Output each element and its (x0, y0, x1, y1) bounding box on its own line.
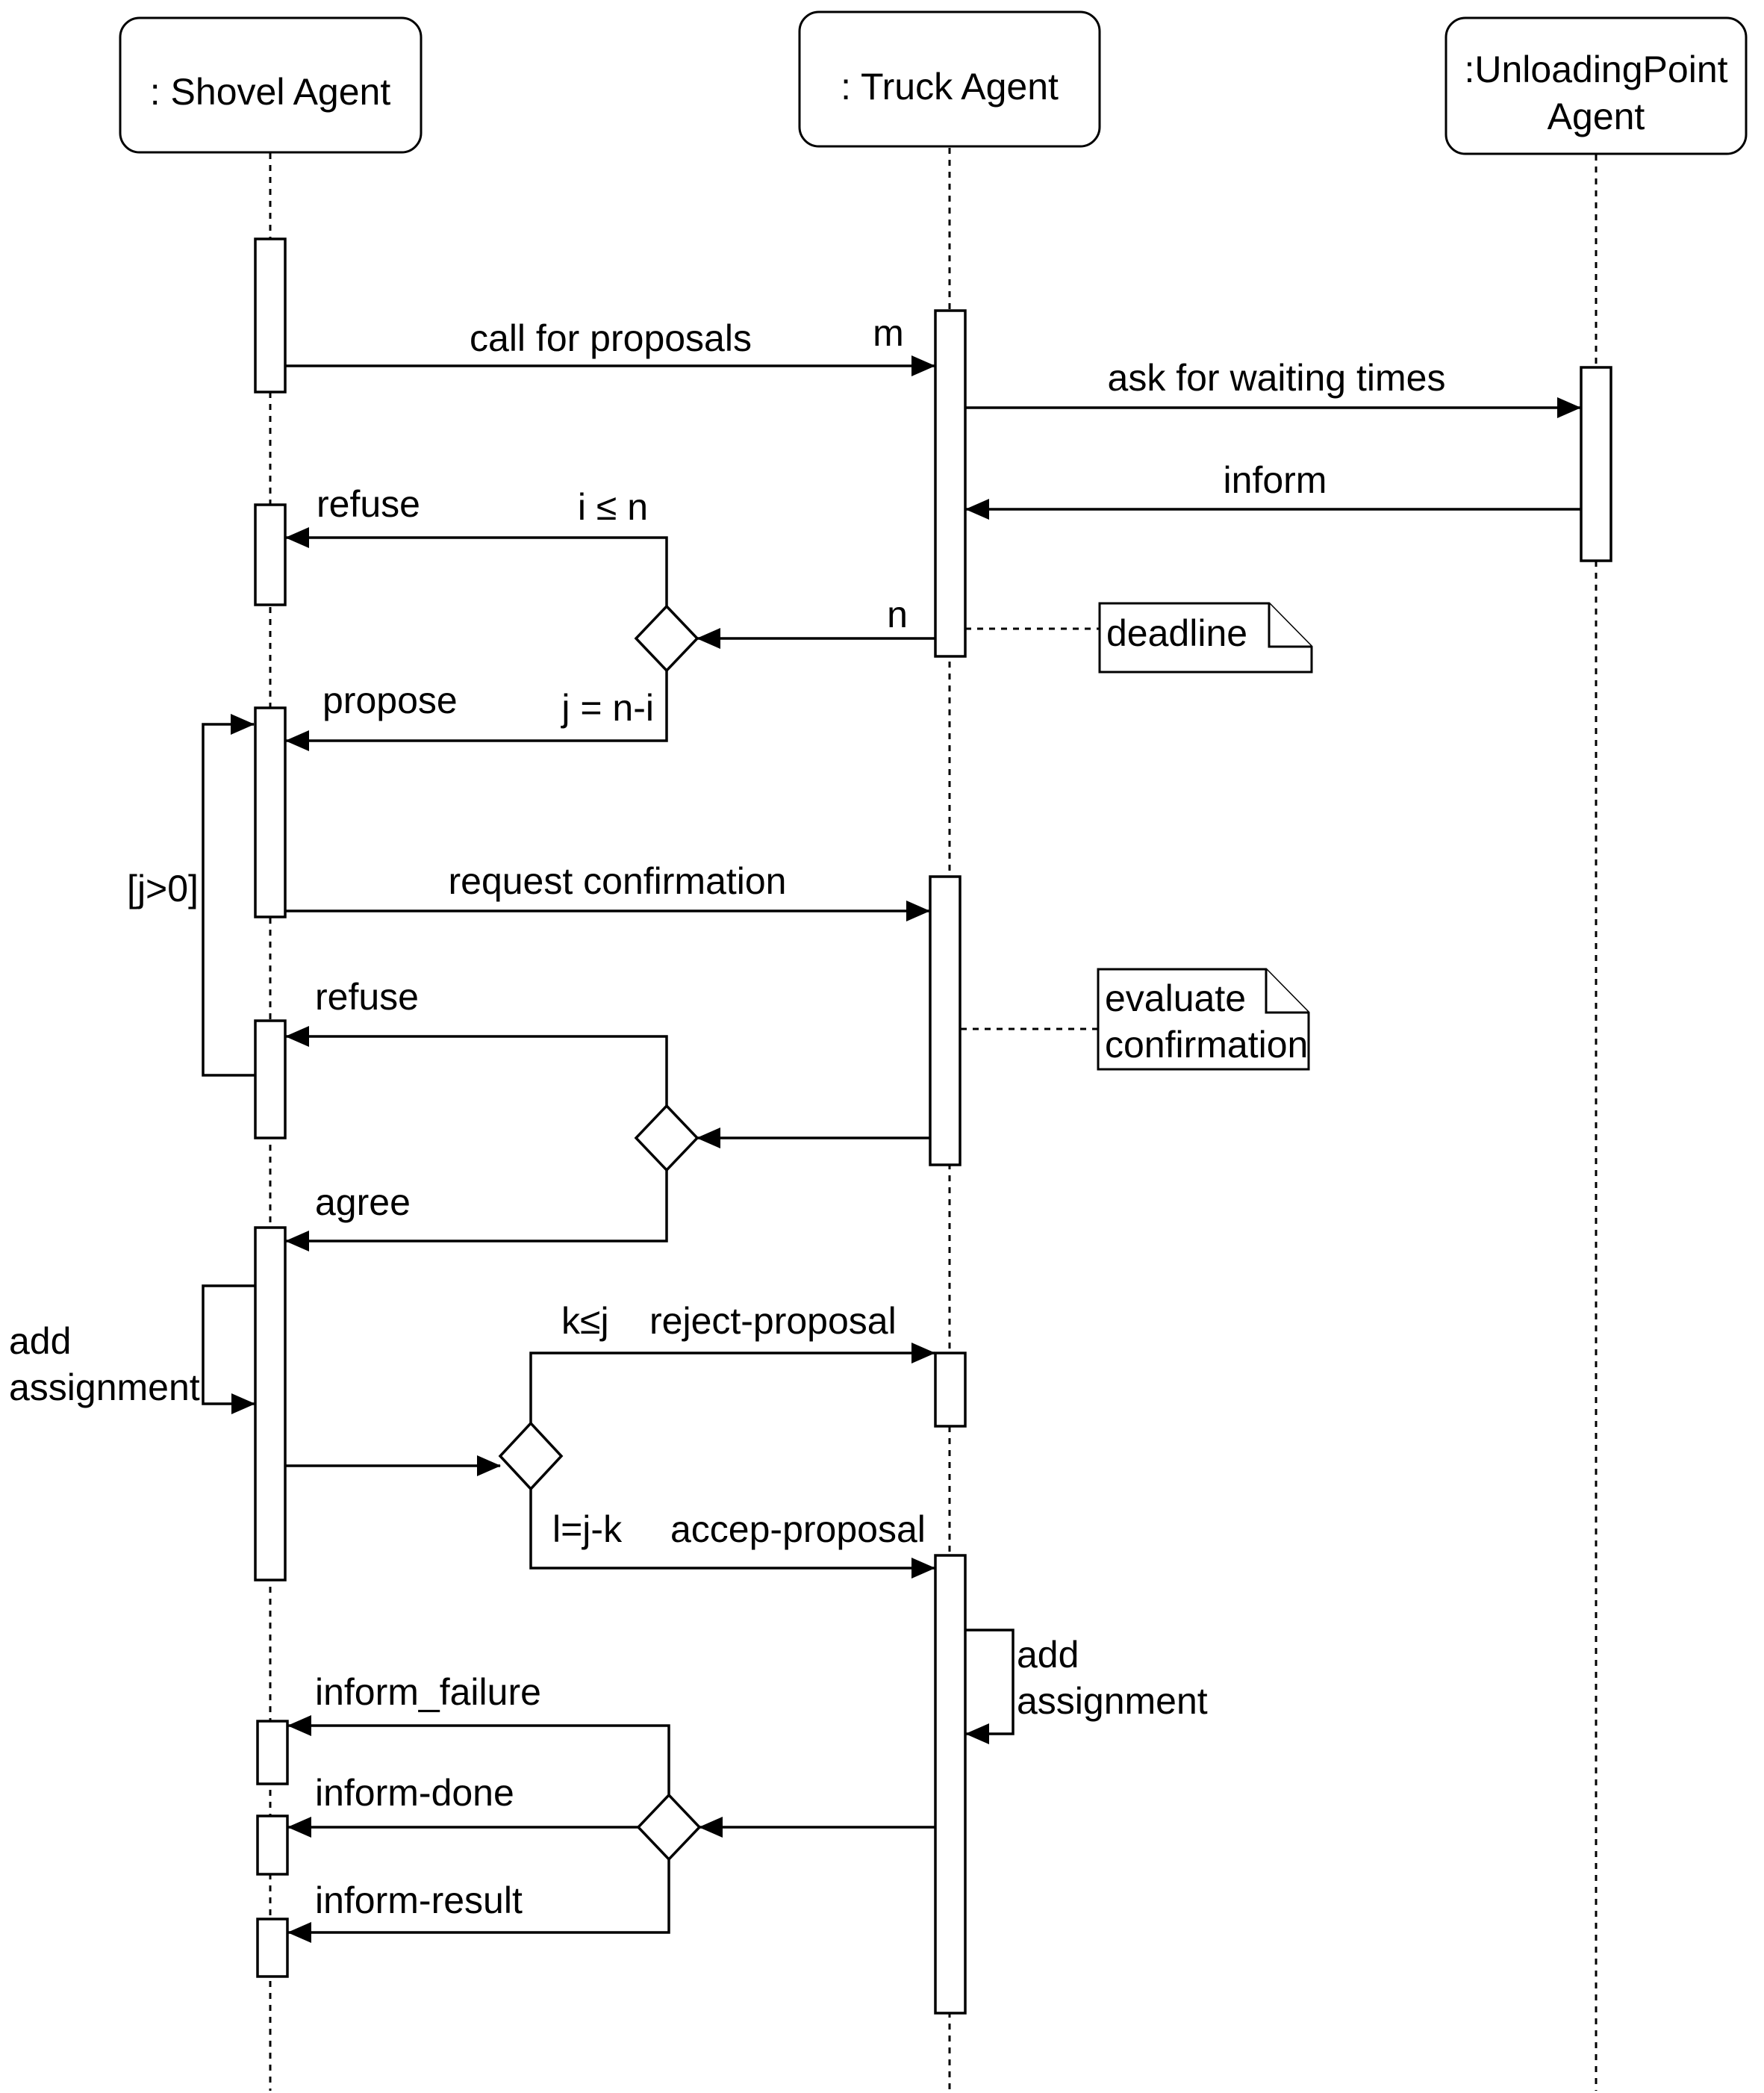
refuse-2-arrow (285, 1026, 668, 1106)
shovel-activation-7 (256, 1814, 289, 1876)
deadline-note-text: deadline (1106, 612, 1247, 654)
shovel-activation-1 (254, 237, 287, 394)
truck-agent-participant: : Truck Agent (798, 10, 1101, 148)
shovel-add-assignment-arrow (202, 1284, 255, 1414)
i-le-n-guard: i ≤ n (578, 486, 648, 528)
truck-agent-label: : Truck Agent (841, 66, 1059, 108)
propose-label: propose (322, 679, 458, 721)
shovel-activation-4 (254, 1019, 287, 1139)
refuse-2-label: refuse (315, 976, 419, 1018)
deadline-note: deadline (1098, 602, 1313, 674)
shovel-activation-2 (254, 503, 287, 606)
shovel-activation-6 (256, 1720, 289, 1785)
decision-diamond-3 (498, 1421, 564, 1491)
evaluate-note-text-line1: evaluate (1105, 977, 1246, 1019)
propose-arrow (285, 671, 668, 751)
unloading-activation-1 (1580, 366, 1612, 562)
k-le-j-guard: k≤j (561, 1300, 609, 1342)
shovel-activation-3 (254, 706, 287, 918)
inform-result-label: inform-result (315, 1879, 523, 1921)
accept-proposal-arrow (529, 1489, 935, 1579)
decision-diamond-1 (634, 604, 699, 673)
inform-label: inform (1224, 459, 1327, 501)
shovel-activation-5 (254, 1226, 287, 1582)
decision-diamond-4 (636, 1793, 702, 1862)
unloadingpoint-agent-participant: :UnloadingPoint Agent (1444, 16, 1748, 155)
truck-add-assignment-line1: add (1017, 1634, 1079, 1676)
refuse-1-arrow (285, 527, 668, 606)
unloadingpoint-agent-label-line2: Agent (1548, 96, 1645, 137)
reject-proposal-label: reject-proposal (649, 1300, 897, 1342)
truck-add-assignment-arrow (965, 1629, 1015, 1744)
call-for-proposals-label: call for proposals (470, 317, 752, 359)
shovel-add-assignment-line2: assignment (9, 1366, 200, 1408)
truck-activation-1 (934, 309, 967, 658)
j-eq-guard: j = n-i (560, 687, 654, 729)
inform-failure-arrow (287, 1715, 670, 1795)
evaluate-confirmation-note: evaluate confirmation (1097, 968, 1310, 1071)
truck-activation-4 (934, 1554, 967, 2015)
request-confirmation-label: request confirmation (448, 860, 786, 902)
loop-guard-label: [j>0] (127, 868, 199, 909)
truck-add-assignment-line2: assignment (1017, 1680, 1208, 1722)
decision-diamond-2 (634, 1104, 699, 1172)
unloadingpoint-agent-label-line1: :UnloadingPoint (1464, 49, 1727, 90)
accept-proposal-label: accep-proposal (670, 1508, 926, 1550)
inform-failure-label: inform_failure (315, 1671, 541, 1713)
shovel-add-assignment-line1: add (9, 1320, 71, 1362)
refuse-1-label: refuse (317, 483, 420, 525)
reject-proposal-arrow (529, 1343, 935, 1423)
shovel-agent-participant: : Shovel Agent (119, 16, 423, 154)
shovel-activation-8 (256, 1918, 289, 1978)
agree-arrow (285, 1170, 668, 1251)
agree-label: agree (315, 1181, 411, 1223)
multiplicity-m-label: m (873, 312, 904, 354)
multiplicity-n-label: n (887, 594, 908, 635)
inform-result-arrow (287, 1859, 670, 1943)
ask-waiting-times-label: ask for waiting times (1108, 357, 1446, 399)
inform-done-label: inform-done (315, 1772, 514, 1814)
truck-activation-2 (929, 875, 962, 1166)
evaluate-note-text-line2: confirmation (1105, 1024, 1308, 1066)
shovel-agent-label: : Shovel Agent (150, 71, 391, 113)
truck-activation-3 (934, 1352, 967, 1428)
loop-back-arrow (202, 714, 255, 1077)
l-eq-guard: l=j-k (552, 1508, 623, 1550)
